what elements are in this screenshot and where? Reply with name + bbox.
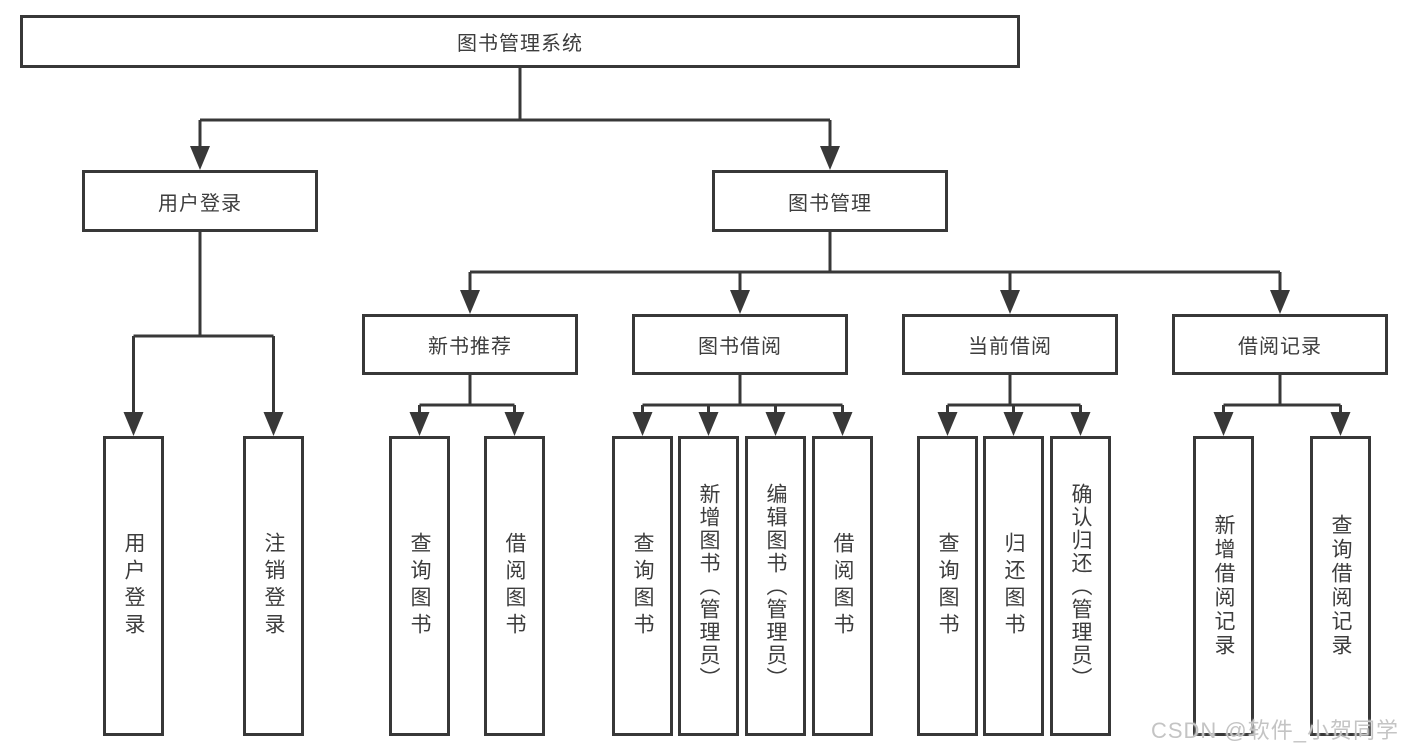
leaf-current-query-books: 查询图书 bbox=[917, 436, 978, 736]
node-book-borrowing: 图书借阅 bbox=[632, 314, 848, 375]
connector-book-mgmt-to-level3 bbox=[460, 232, 1290, 314]
leaf-edit-books-admin: 编辑图书（管理员） bbox=[745, 436, 806, 736]
leaf-borrow-books: 借阅图书 bbox=[812, 436, 873, 736]
leaf-rec-query-books: 查询图书 bbox=[389, 436, 450, 736]
connector-borrow-records-children bbox=[1213, 375, 1351, 436]
leaf-user-login: 用户登录 bbox=[103, 436, 164, 736]
node-user-login: 用户登录 bbox=[82, 170, 318, 232]
leaf-borrow-query-books: 查询图书 bbox=[612, 436, 673, 736]
node-library-management-system: 图书管理系统 bbox=[20, 15, 1020, 68]
node-borrowing-records: 借阅记录 bbox=[1172, 314, 1388, 375]
connector-user-login-children bbox=[123, 232, 284, 436]
leaf-rec-borrow-books: 借阅图书 bbox=[484, 436, 545, 736]
node-book-management: 图书管理 bbox=[712, 170, 948, 232]
leaf-logout: 注销登录 bbox=[243, 436, 304, 736]
connector-book-borrow-children bbox=[632, 375, 853, 436]
leaf-return-books: 归还图书 bbox=[983, 436, 1044, 736]
node-current-borrowing: 当前借阅 bbox=[902, 314, 1118, 375]
connector-root-to-level2 bbox=[190, 68, 840, 170]
leaf-add-books-admin: 新增图书（管理员） bbox=[678, 436, 739, 736]
watermark: CSDN @软件_小贺同学 bbox=[1150, 718, 1399, 743]
connector-current-borrow-children bbox=[937, 375, 1091, 436]
leaf-query-borrow-record: 查询借阅记录 bbox=[1310, 436, 1371, 736]
leaf-add-borrow-record: 新增借阅记录 bbox=[1193, 436, 1254, 736]
node-new-book-recommendation: 新书推荐 bbox=[362, 314, 578, 375]
connector-new-rec-children bbox=[409, 375, 525, 436]
leaf-confirm-return-admin: 确认归还（管理员） bbox=[1050, 436, 1111, 736]
